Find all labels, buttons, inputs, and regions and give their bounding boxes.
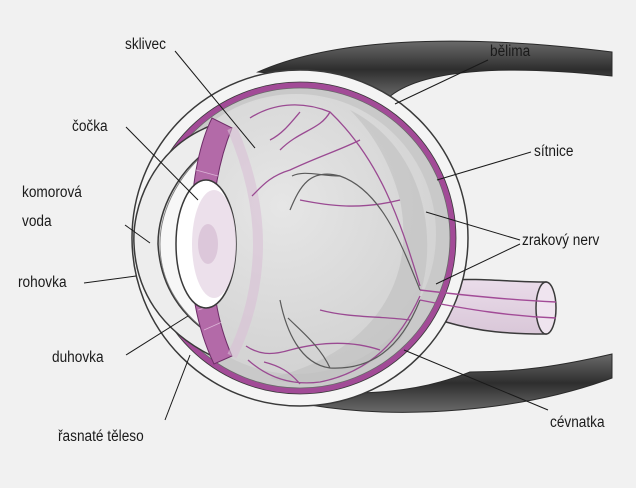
lens-nucleus [198,224,218,264]
label-duhovka: duhovka [52,349,104,367]
label-cocka: čočka [72,118,108,136]
label-rohovka: rohovka [18,274,67,292]
label-sitnice: sítnice [534,143,573,161]
label-rasnate-teleso: řasnaté těleso [58,428,144,446]
label-komorova-line2: voda [22,213,52,231]
optic-nerve-end [536,282,556,334]
label-sklivec: sklivec [125,36,166,54]
label-zrakovy-nerv: zrakový nerv [522,232,599,250]
label-komorova-line1: komorová [22,184,82,202]
label-cevnatka: cévnatka [550,414,605,432]
label-belima: bělima [490,43,530,61]
